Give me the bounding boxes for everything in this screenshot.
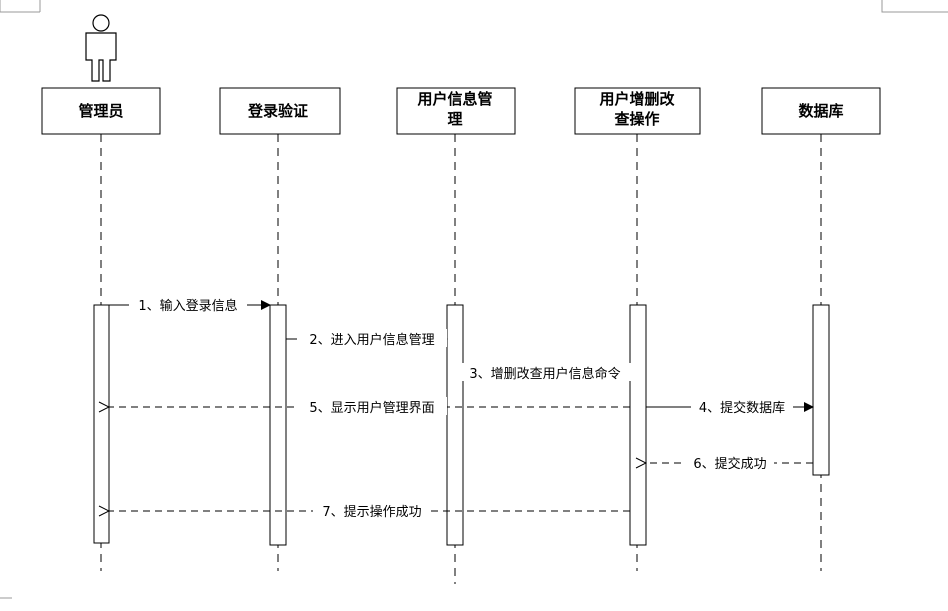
message-label: 7、提示操作成功 bbox=[322, 504, 421, 520]
message-label-background bbox=[313, 501, 431, 519]
participant-usermgr: 用户信息管理 bbox=[396, 87, 516, 135]
message-label-background bbox=[455, 363, 635, 381]
participant-db: 数据库 bbox=[761, 87, 881, 135]
participant-label: 数据库 bbox=[798, 102, 843, 120]
message-label-background bbox=[686, 453, 774, 471]
activation-bar-usermgr bbox=[446, 304, 464, 546]
message-label-background bbox=[691, 397, 793, 415]
message-6: 6、提交成功 bbox=[646, 453, 813, 472]
message-label: 1、输入登录信息 bbox=[138, 298, 237, 314]
page-corner-right bbox=[881, 0, 948, 13]
participant-label: 管理员 bbox=[78, 102, 123, 120]
message-label-background bbox=[129, 295, 247, 313]
message-label: 2、进入用户信息管理 bbox=[309, 332, 434, 348]
message-7: 7、提示操作成功 bbox=[109, 501, 630, 520]
message-3: 3、增删改查用户信息命令 bbox=[455, 363, 635, 382]
message-1: 1、输入登录信息 bbox=[109, 295, 271, 314]
participant-label: 用户增删改 bbox=[599, 90, 675, 108]
participant-label: 登录验证 bbox=[247, 102, 308, 120]
message-2: 2、进入用户信息管理 bbox=[286, 329, 448, 348]
activation-bar-crud bbox=[629, 304, 647, 546]
message-4: 4、提交数据库 bbox=[646, 397, 814, 416]
participant-label: 查操作 bbox=[614, 110, 659, 128]
person-icon bbox=[85, 14, 117, 82]
message-label: 3、增删改查用户信息命令 bbox=[469, 366, 620, 382]
message-label: 4、提交数据库 bbox=[699, 400, 785, 416]
message-label-background bbox=[297, 397, 447, 415]
participant-label: 用户信息管 bbox=[417, 90, 492, 108]
participant-label: 理 bbox=[447, 110, 462, 128]
activation-bar-login bbox=[269, 304, 287, 546]
activation-bar-admin bbox=[93, 304, 110, 544]
message-label: 6、提交成功 bbox=[693, 456, 766, 472]
participant-login: 登录验证 bbox=[219, 87, 341, 135]
message-label-background bbox=[297, 329, 447, 347]
message-5: 5、显示用户管理界面 bbox=[109, 397, 630, 416]
page-corner-left bbox=[0, 0, 41, 13]
participant-admin: 管理员 bbox=[41, 87, 161, 135]
activation-bar-db bbox=[812, 304, 830, 476]
message-label: 5、显示用户管理界面 bbox=[309, 400, 434, 416]
